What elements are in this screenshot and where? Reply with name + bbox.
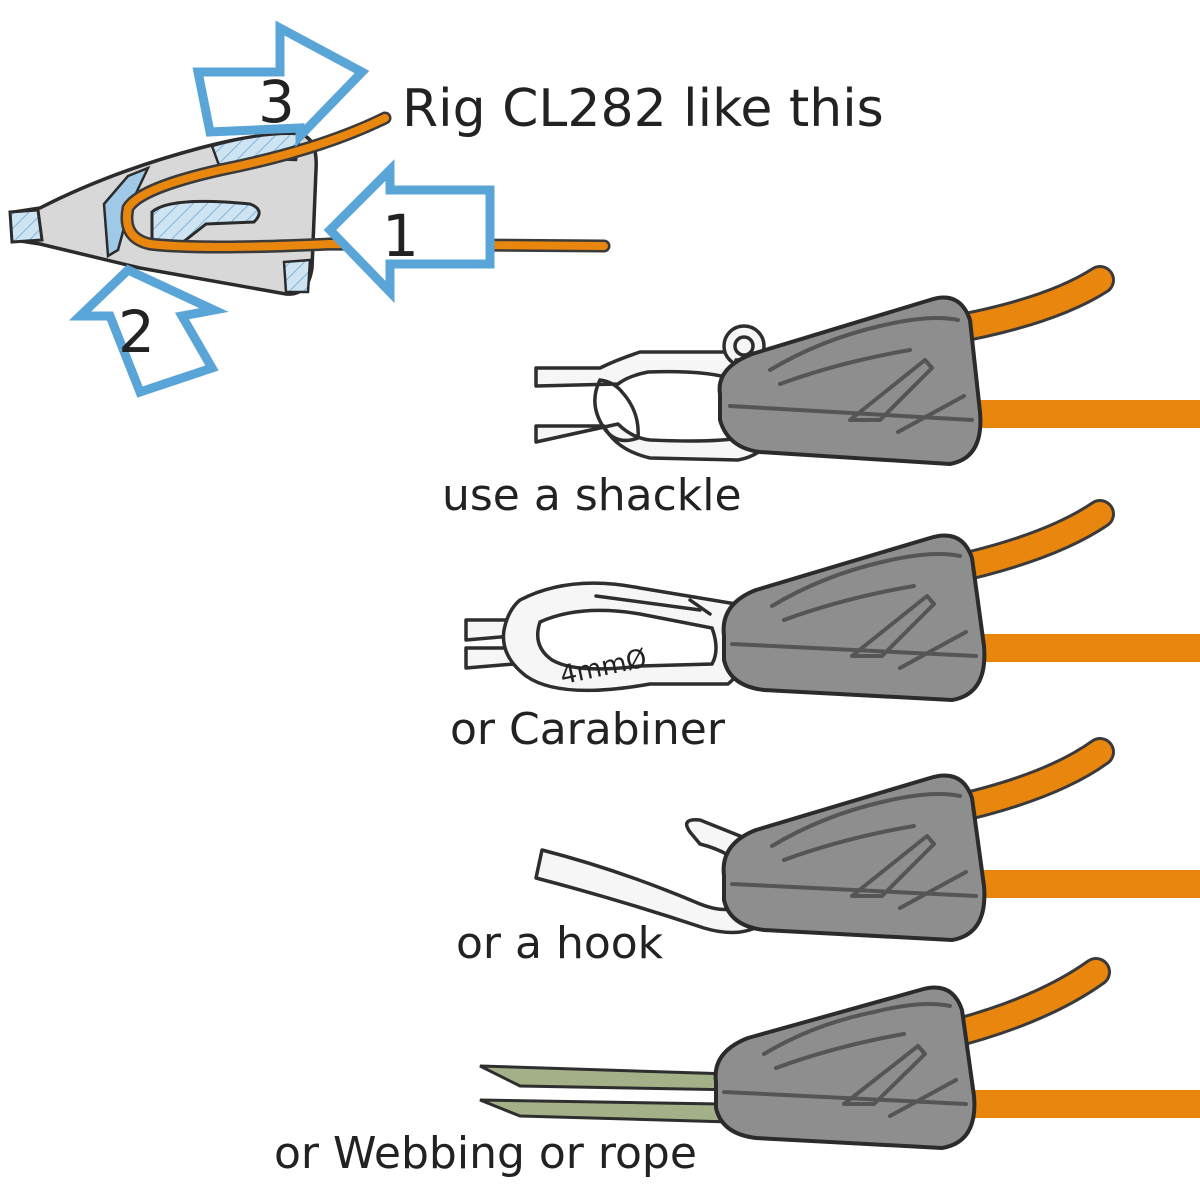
cleat-nose [8, 208, 44, 244]
instruction-title: Rig CL282 like this [402, 79, 884, 139]
step-1-number: 1 [382, 202, 419, 270]
webbing-strap-lower [479, 1098, 735, 1124]
step-2-number: 2 [118, 298, 155, 366]
rope-threaded [123, 114, 608, 251]
caption-carabiner: or Carabiner [450, 704, 726, 755]
rope-upper-shackle-fill [938, 268, 1112, 342]
threading-illustration: 1 2 3 Rig CL282 like this [8, 20, 884, 398]
hook-option: or a hook [456, 737, 1200, 969]
webbing-option: or Webbing or rope [274, 957, 1200, 1179]
step-3-number: 3 [258, 68, 295, 136]
cleat-webbing [713, 985, 977, 1150]
carabiner-option: 4mmØ or Carabiner [450, 499, 1200, 755]
step-3-arrow [192, 20, 370, 148]
rope-lower-webbing [960, 1090, 1200, 1118]
step-1-arrow [323, 159, 495, 304]
shackle [534, 324, 772, 462]
cleat-hook [721, 773, 987, 942]
rope-lower-shackle [960, 400, 1200, 428]
cleat-channel-section [150, 199, 261, 250]
rope-lower-hook [970, 870, 1200, 898]
cleat-carabiner [721, 533, 987, 702]
webbing-strap-upper [479, 1064, 743, 1092]
cleat-shackle [717, 295, 983, 466]
step-2-arrow [68, 264, 229, 398]
carabiner: 4mmØ [464, 581, 770, 693]
caption-webbing: or Webbing or rope [274, 1128, 697, 1179]
webbing [479, 1064, 743, 1124]
shackle-option: use a shackle [442, 265, 1200, 521]
caption-shackle: use a shackle [442, 470, 742, 521]
cleat-bottom-section [282, 258, 312, 294]
caption-hook: or a hook [456, 918, 664, 969]
rope-lower-carabiner [970, 634, 1200, 662]
